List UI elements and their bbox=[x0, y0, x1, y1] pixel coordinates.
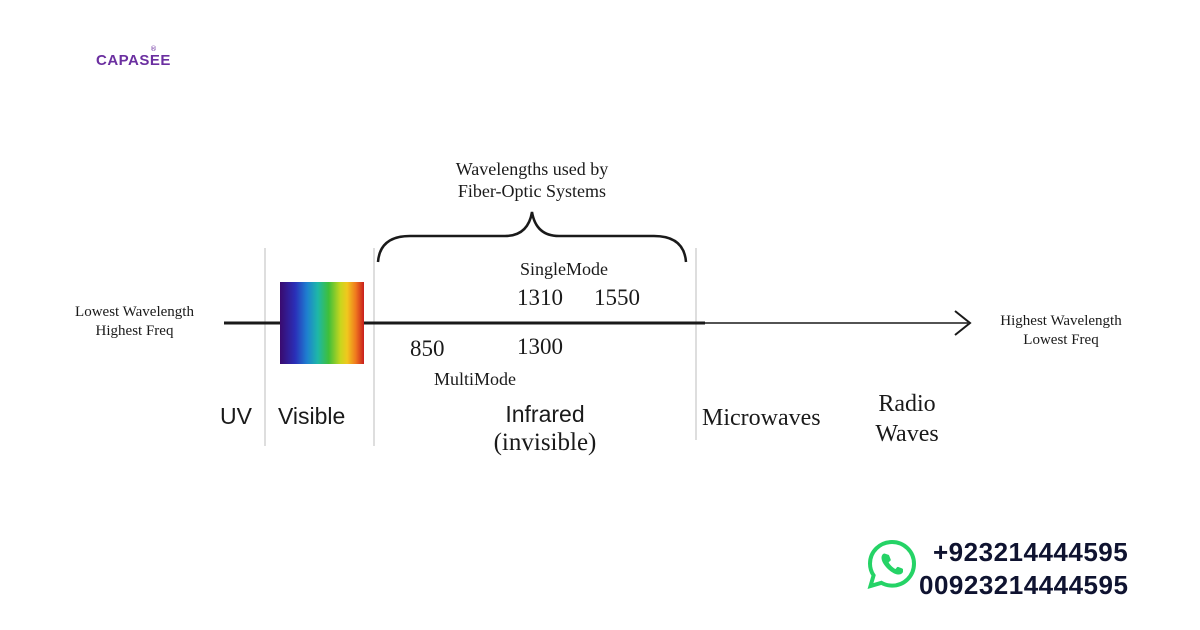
single-mode-value-1310: 1310 bbox=[517, 285, 563, 310]
right-end-label: Highest Wavelength Lowest Freq bbox=[976, 312, 1146, 350]
region-radio-waves: Radio Waves bbox=[860, 389, 954, 449]
region-uv: UV bbox=[220, 403, 252, 429]
region-microwaves: Microwaves bbox=[702, 405, 821, 431]
multi-mode-label: MultiMode bbox=[434, 369, 517, 389]
brand-logo: CAPASEE bbox=[96, 52, 171, 69]
left-end-line2: Highest Freq bbox=[95, 323, 174, 339]
single-mode-label: SingleMode bbox=[520, 259, 608, 279]
right-end-line1: Highest Wavelength bbox=[1000, 313, 1122, 329]
multi-mode-value-1300: 1300 bbox=[517, 334, 563, 359]
region-infrared-line2: (invisible) bbox=[493, 429, 597, 456]
region-radio-line2: Waves bbox=[875, 421, 939, 447]
contact-phone-2[interactable]: 00923214444595 bbox=[919, 570, 1129, 600]
brace-label-line1: Wavelengths used by bbox=[455, 159, 609, 179]
left-end-label: Lowest Wavelength Highest Freq bbox=[52, 303, 217, 341]
fiber-brace bbox=[376, 211, 688, 263]
region-infrared: Infrared (invisible) bbox=[470, 401, 620, 458]
brace-label: Wavelengths used by Fiber-Optic Systems bbox=[412, 158, 652, 202]
multi-mode-value-850: 850 bbox=[410, 336, 445, 361]
left-end-line1: Lowest Wavelength bbox=[75, 304, 194, 320]
registered-mark: ® bbox=[150, 45, 157, 53]
single-mode-value-1550: 1550 bbox=[594, 285, 640, 310]
contact-phone-1[interactable]: +923214444595 bbox=[933, 537, 1129, 567]
region-radio-line1: Radio bbox=[878, 391, 936, 417]
region-visible: Visible bbox=[278, 403, 346, 429]
visible-spectrum-bar bbox=[280, 282, 364, 364]
right-end-line2: Lowest Freq bbox=[1023, 332, 1099, 348]
region-infrared-line1: Infrared bbox=[505, 401, 585, 427]
whatsapp-icon[interactable] bbox=[866, 538, 918, 590]
axis-arrowhead bbox=[954, 310, 972, 336]
brace-label-line2: Fiber-Optic Systems bbox=[457, 181, 607, 201]
